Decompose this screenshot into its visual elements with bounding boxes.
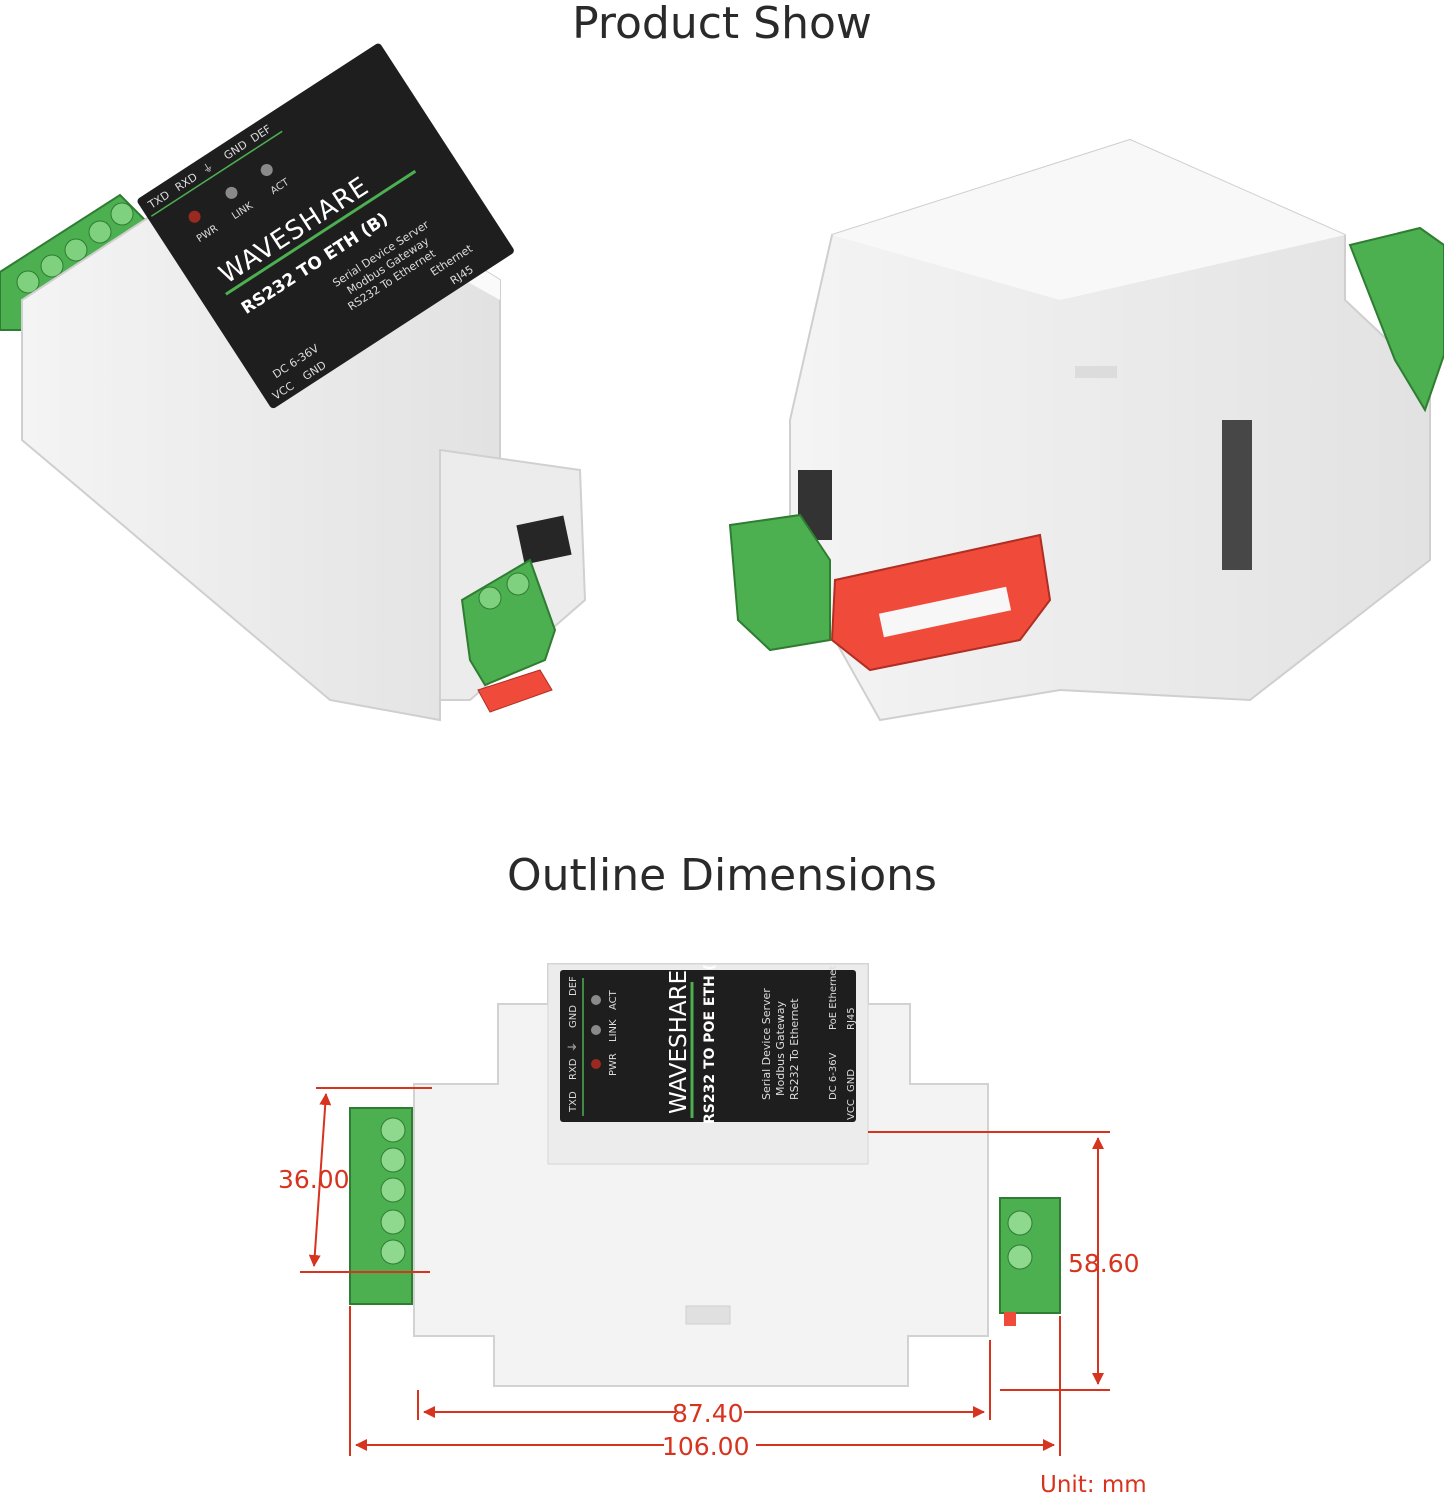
- device-c-desc-1: Serial Device Server: [760, 988, 773, 1100]
- device-c-pin-earth: ⏚: [567, 1042, 579, 1052]
- device-c-pin-rxd: RXD: [568, 1058, 579, 1080]
- device-c-outline-view: TXD RXD ⏚ GND DEF PWR LINK ACT WAVESHARE…: [349, 947, 1061, 1387]
- device-c-link-led-icon: [591, 1025, 601, 1035]
- device-c-led-act: ACT: [608, 989, 619, 1010]
- dimension-58-label: 58.60: [1068, 1249, 1140, 1278]
- device-a-power-terminal: [460, 558, 557, 713]
- device-c-led-link: LINK: [608, 1019, 619, 1042]
- device-c-eth-port: RJ45: [846, 1007, 857, 1030]
- din-rail-slot: [1222, 420, 1252, 570]
- device-c-power-gnd: GND: [846, 1069, 857, 1092]
- device-c-brand: WAVESHARE: [666, 970, 692, 1114]
- device-a-act-led-icon: [260, 163, 273, 176]
- dimension-106-label: 106.00: [662, 1432, 749, 1461]
- device-c-eth-label: PoE Ethernet: [828, 966, 839, 1030]
- device-c-act-led-icon: [591, 995, 601, 1005]
- device-c-power-label: DC 6-36V: [828, 1052, 839, 1100]
- device-a-front-view: TXD RXD ⏚ GND DEF PWR LINK ACT WAVESHARE…: [0, 43, 587, 722]
- device-a-pwr-led-icon: [188, 210, 201, 223]
- dimension-87-label: 87.40: [672, 1399, 744, 1428]
- device-c-pin-txd: TXD: [568, 1091, 579, 1113]
- outline-dimensions-title: Outline Dimensions: [507, 850, 937, 901]
- device-c-desc-2: Modbus Gateway: [774, 1001, 787, 1096]
- rj45-port-icon: [516, 515, 572, 565]
- device-b-terminal-block: [1348, 226, 1444, 413]
- left-terminal-block: [349, 1107, 413, 1305]
- device-c-desc-3: RS232 To Ethernet: [788, 998, 801, 1100]
- device-c-model: RS232 TO POE ETH (B): [702, 947, 718, 1124]
- device-c-pin-gnd: GND: [568, 1005, 579, 1028]
- device-a-link-led-icon: [225, 186, 238, 199]
- device-c-pwr-led-icon: [591, 1059, 601, 1069]
- device-b-back-view: [728, 138, 1444, 722]
- product-show-title: Product Show: [572, 0, 872, 49]
- device-c-pin-def: DEF: [568, 976, 579, 996]
- device-c-power-vcc: VCC: [846, 1099, 857, 1120]
- dimension-36-label: 36.00: [278, 1165, 350, 1194]
- device-b-power-terminal: [728, 513, 831, 652]
- device-c-led-pwr: PWR: [608, 1053, 619, 1076]
- unit-label: Unit: mm: [1040, 1472, 1147, 1498]
- right-terminal-block: [999, 1197, 1061, 1326]
